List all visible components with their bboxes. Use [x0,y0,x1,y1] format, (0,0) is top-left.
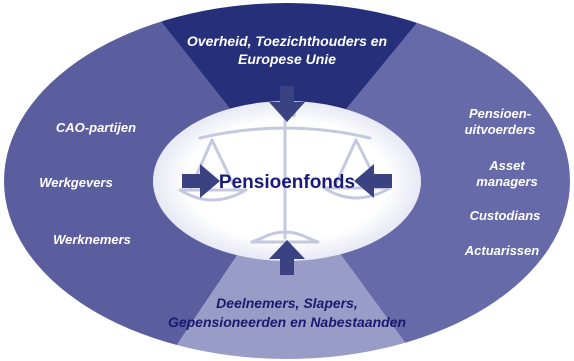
arrows [182,86,392,275]
top-arrow [269,86,305,122]
right-item-custodians: Custodians [470,208,541,223]
right-item-asset-managers-line-1: Asset [488,158,525,173]
right-item-asset-managers-line-2: managers [476,174,537,189]
left-item-werknemers: Werknemers [53,232,131,247]
right-item-pensioenuitvoerders-line-1: Pensioen- [469,106,531,121]
bottom-sector [160,181,425,359]
bottom-label-line-2: Gepensioneerden en Nabestaanden [168,314,406,330]
left-sector [4,3,287,359]
left-item-cao-partijen: CAO-partijen [56,120,136,135]
left-item-werkgevers: Werkgevers [39,175,112,190]
left-arrow [182,164,220,198]
bottom-label-line-1: Deelnemers, Slapers, [216,295,358,311]
right-sector [287,3,570,359]
right-arrow [354,164,392,198]
bottom-arrow [269,240,305,275]
center-label: Pensioenfonds [219,172,355,193]
right-item-actuarissen: Actuarissen [464,243,539,258]
top-label-line-2: Europese Unie [238,51,336,67]
right-item-pensioenuitvoerders-line-2: uitvoerders [465,122,536,137]
top-label-line-1: Overheid, Toezichthouders en [187,33,387,49]
